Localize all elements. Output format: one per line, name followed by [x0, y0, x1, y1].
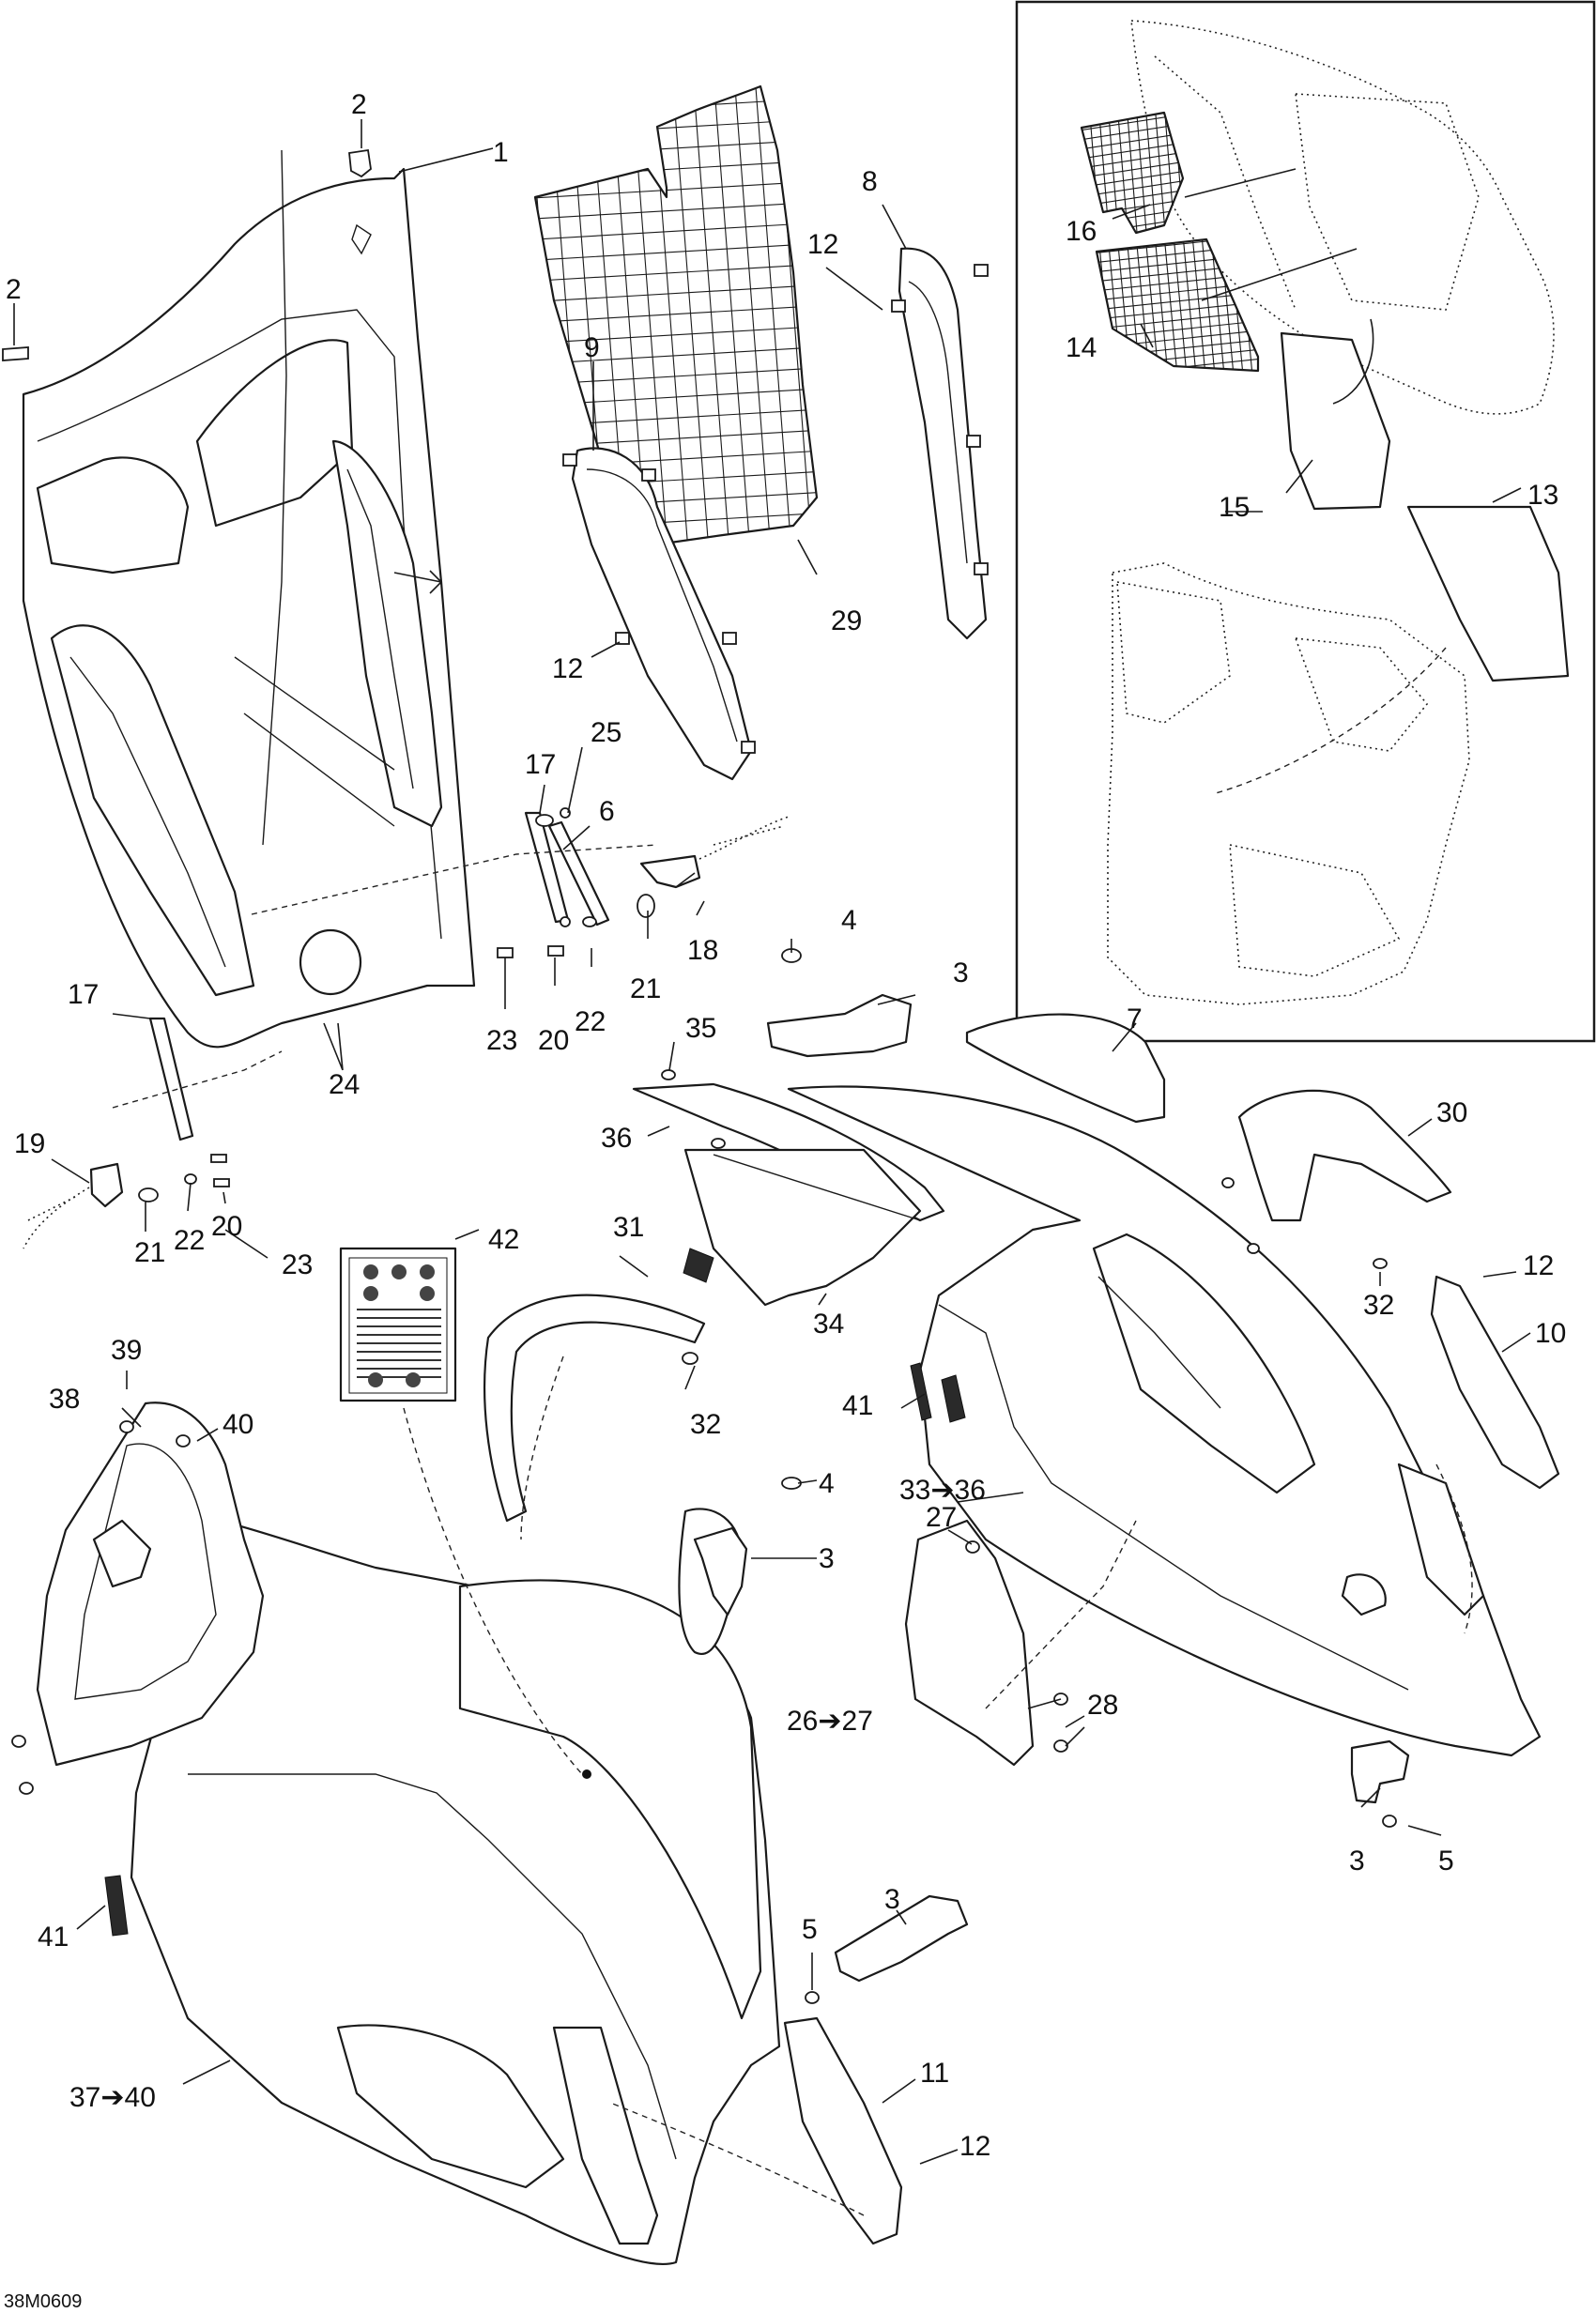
callout-32: 32: [1363, 1290, 1394, 1321]
callout-40: 40: [223, 1409, 253, 1440]
callout-8: 8: [862, 166, 878, 197]
leader-lines: [13, 119, 1531, 2165]
trim-10: [1430, 1275, 1560, 1490]
callout-25: 25: [591, 717, 622, 748]
callout-12: 12: [552, 653, 583, 684]
callout-2: 2: [6, 274, 22, 305]
foam-piece-15: [1280, 331, 1391, 511]
callout-26-27: 26➔27: [787, 1706, 873, 1737]
callout-4: 4: [819, 1468, 835, 1499]
callout-12: 12: [959, 2131, 990, 2162]
vent-duct-9: [562, 447, 756, 781]
callout-21: 21: [134, 1237, 165, 1268]
plug-2-left: [2, 346, 29, 361]
callout-18: 18: [687, 935, 718, 966]
fasteners: [11, 1069, 1397, 2004]
bracket-26: [904, 1519, 1035, 1767]
callout-17: 17: [525, 749, 556, 780]
callout-10: 10: [1535, 1318, 1566, 1349]
callout-34: 34: [813, 1309, 844, 1340]
callout-6: 6: [599, 796, 615, 827]
callout-23: 23: [282, 1249, 313, 1280]
callout-11: 11: [920, 2058, 949, 2089]
callout-22: 22: [575, 1006, 606, 1037]
trim-30: [1237, 1089, 1452, 1222]
side-panel-34: [632, 1082, 945, 1307]
drawing-code: 38M0609: [4, 2291, 82, 2312]
callout-23: 23: [486, 1025, 517, 1056]
callout-4: 4: [841, 905, 857, 936]
callout-13: 13: [1527, 480, 1558, 511]
callout-17: 17: [68, 979, 99, 1010]
clip-2-top: [348, 148, 372, 178]
callout-3: 3: [1349, 1846, 1365, 1876]
callout-36: 36: [601, 1123, 632, 1154]
callout-22: 22: [174, 1225, 205, 1256]
callout-31: 31: [613, 1212, 644, 1243]
handle-3-lower: [834, 1894, 969, 1983]
callout-29: 29: [831, 605, 862, 636]
upper-hood-1: [22, 149, 476, 1049]
callout-39: 39: [111, 1335, 142, 1366]
callout-33-36: 33➔36: [899, 1475, 986, 1506]
callout-9: 9: [584, 332, 600, 363]
callout-19: 19: [14, 1128, 45, 1159]
callout-35: 35: [685, 1013, 716, 1044]
vent-duct-8: [891, 247, 989, 640]
callout-3: 3: [819, 1543, 835, 1574]
callout-1: 1: [493, 137, 509, 168]
side-hood-33: [787, 1085, 1542, 1757]
trim-7: [965, 1013, 1166, 1124]
grille-frame-38: [36, 1402, 265, 1767]
callout-2: 2: [351, 89, 367, 120]
callout-5: 5: [1438, 1846, 1454, 1876]
filter-mesh-14: [1095, 237, 1260, 373]
foam-piece-13: [1406, 505, 1570, 682]
callout-15: 15: [1219, 492, 1250, 523]
handle-3-mid: [693, 1526, 748, 1616]
callout-41: 41: [842, 1390, 873, 1421]
callout-41: 41: [38, 1922, 69, 1953]
callout-38: 38: [49, 1384, 80, 1415]
side-hood-37: [130, 1508, 781, 2266]
assembly-guides: [112, 844, 1473, 2216]
callout-5: 5: [802, 1914, 818, 1945]
callout-24: 24: [329, 1069, 360, 1100]
handle-3-top: [766, 948, 913, 1058]
callout-27: 27: [926, 1502, 957, 1533]
callout-20: 20: [211, 1211, 242, 1242]
trim-11: [783, 2016, 903, 2245]
callout-21: 21: [630, 973, 661, 1004]
filter-mesh-29: [533, 84, 819, 546]
strip-41b: [104, 1875, 129, 1937]
callout-37-40: 37➔40: [69, 2082, 156, 2113]
inset-panel: [1015, 0, 1596, 1043]
callout-42: 42: [488, 1224, 519, 1255]
callout-32: 32: [690, 1409, 721, 1440]
strip-41a: [910, 1362, 932, 1421]
handle-3-right: [1350, 1739, 1410, 1804]
callout-3: 3: [884, 1884, 900, 1915]
callout-7: 7: [1127, 1003, 1143, 1034]
callout-20: 20: [538, 1025, 569, 1056]
callout-labels: 1 2 2 8 12 9 12 29 16 14 15 13 17 25 6 1…: [4, 89, 1566, 2312]
callout-12: 12: [807, 229, 838, 260]
callout-30: 30: [1436, 1097, 1467, 1128]
callout-12: 12: [1523, 1250, 1554, 1281]
callout-16: 16: [1066, 216, 1097, 247]
trim-31: [483, 1294, 706, 1523]
callout-28: 28: [1087, 1690, 1118, 1721]
callout-14: 14: [1066, 332, 1097, 363]
warning-label-42: [339, 1247, 457, 1402]
callout-3: 3: [953, 957, 969, 988]
hinge-assembly: [23, 807, 790, 1249]
